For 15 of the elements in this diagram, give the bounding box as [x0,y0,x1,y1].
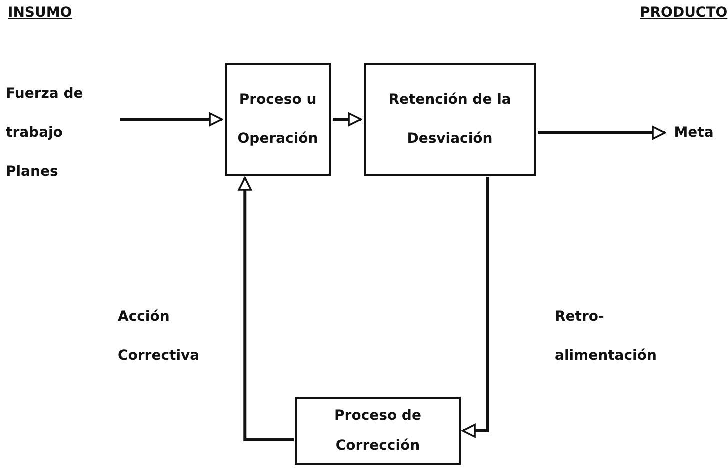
process-box [225,63,331,176]
arrow [462,177,490,438]
node-text: Meta [674,124,714,142]
node-text: Fuerza de trabajo Planes [6,84,84,182]
heading: INSUMO [8,5,72,21]
box-text: Proceso de Corrección [334,407,422,456]
arrow [538,126,666,140]
arrow [120,112,223,126]
box-text: Retención de la Desviación [388,90,512,148]
box-text: Proceso u Operación [236,90,320,148]
arrow [238,177,294,442]
heading: PRODUCTO [640,5,728,21]
process-box [364,63,536,176]
process-box [295,397,461,465]
arrow [333,112,362,126]
